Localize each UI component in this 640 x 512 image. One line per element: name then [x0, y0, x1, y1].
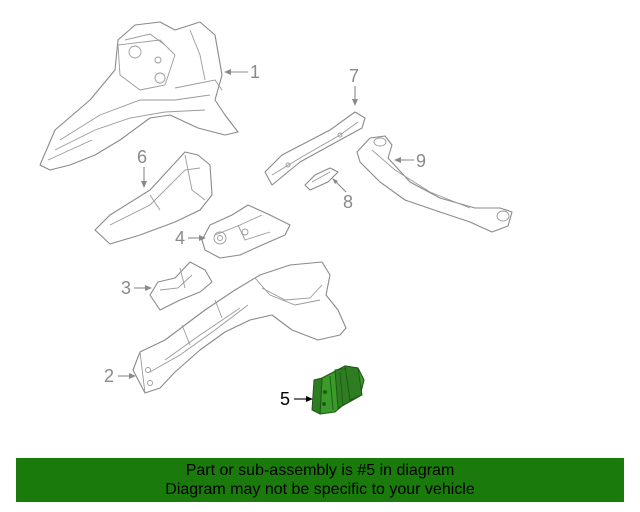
- callout-3: 3: [121, 278, 131, 298]
- part-2-front-side-member[interactable]: [132, 261, 347, 394]
- banner-line-1: Part or sub-assembly is #5 in diagram: [185, 462, 455, 479]
- callout-5: 5: [280, 389, 290, 409]
- part-1-apron-assembly[interactable]: [39, 21, 239, 171]
- callout-9: 9: [416, 151, 426, 171]
- part-7-reinforcement[interactable]: [264, 111, 366, 186]
- callout-4: 4: [175, 228, 185, 248]
- info-banner: Part or sub-assembly is #5 in diagram Di…: [16, 458, 624, 502]
- parts-diagram: 1 6 4 3 2: [39, 21, 513, 415]
- part-5-insulator-highlighted[interactable]: [311, 365, 365, 415]
- callout-7: 7: [349, 66, 359, 86]
- part-3-mount-bracket[interactable]: [149, 261, 213, 311]
- callout-8: 8: [343, 192, 353, 212]
- part-8-clip[interactable]: [304, 167, 339, 191]
- callout-2: 2: [104, 366, 114, 386]
- part-4-bracket[interactable]: [201, 204, 291, 259]
- banner-line-2: Diagram may not be specific to your vehi…: [165, 481, 475, 498]
- callout-6: 6: [137, 147, 147, 167]
- part-9-lower-arm[interactable]: [356, 135, 513, 233]
- callout-1: 1: [250, 62, 260, 82]
- part-6-side-member[interactable]: [94, 151, 213, 245]
